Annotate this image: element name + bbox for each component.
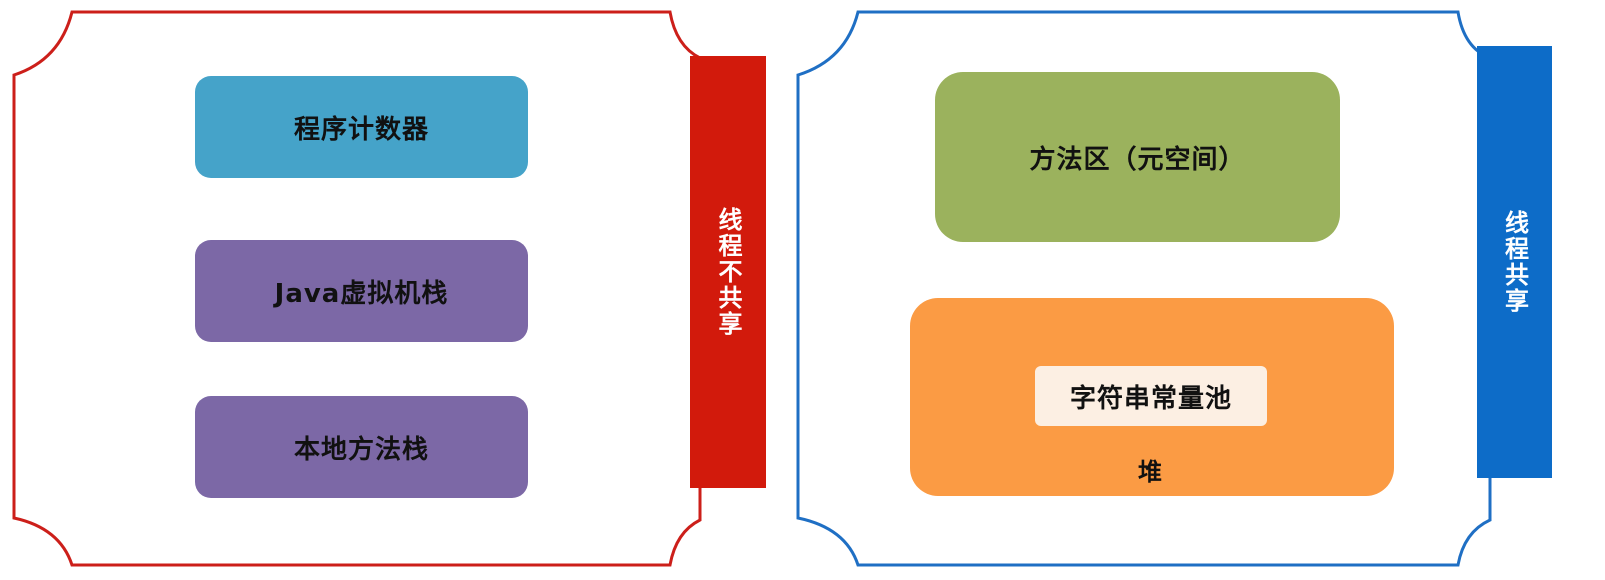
thread-private-label: 线程不共享 (714, 207, 742, 337)
native-stack-block: 本地方法栈 (195, 396, 528, 498)
program-counter-block: 程序计数器 (195, 76, 528, 178)
string-pool-label: 字符串常量池 (1069, 383, 1232, 414)
java-stack-label: Java虚拟机栈 (274, 278, 449, 309)
thread-shared-label: 线程共享 (1500, 210, 1529, 314)
heap-label: 堆 (1120, 452, 1180, 487)
heap-label-text: 堆 (1138, 458, 1162, 486)
string-pool-block: 字符串常量池 (1035, 366, 1267, 426)
java-stack-block: Java虚拟机栈 (195, 240, 528, 342)
method-area-label: 方法区（元空间） (1029, 144, 1246, 175)
program-counter-label: 程序计数器 (293, 114, 429, 145)
native-stack-label: 本地方法栈 (293, 434, 429, 465)
thread-private-banner: 线程不共享 (690, 56, 766, 488)
method-area-block: 方法区（元空间） (935, 72, 1340, 242)
thread-shared-banner: 线程共享 (1477, 46, 1552, 478)
